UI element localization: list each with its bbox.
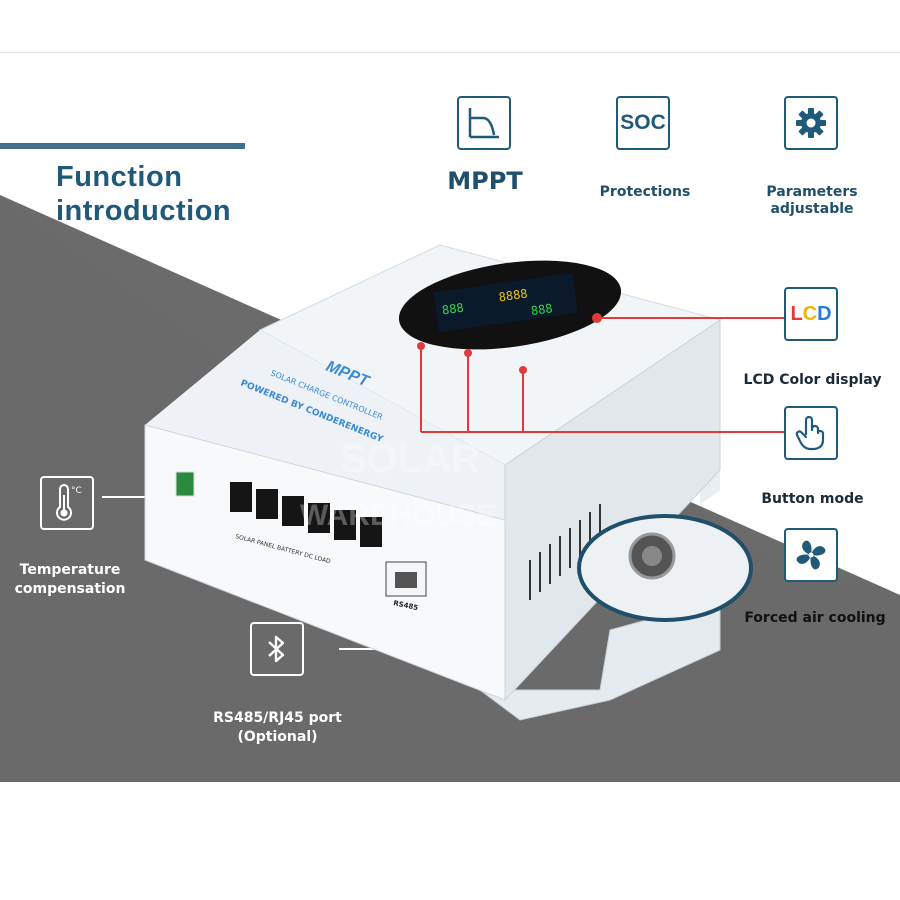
- button-mode-label: Button mode: [761, 491, 864, 507]
- forced-air-label: Forced air cooling: [744, 610, 886, 626]
- page-title: Function introduction: [56, 160, 231, 228]
- title-line-2: introduction: [56, 195, 232, 227]
- watermark-line-2: WAREHOUSE: [300, 499, 497, 532]
- rs485-label-line-1: RS485/RJ45 port: [213, 710, 342, 726]
- lcd-letter-d: D: [817, 302, 832, 325]
- lcd-label: LCD Color display: [743, 372, 882, 388]
- rs485-label: RS485/RJ45 port (Optional): [200, 709, 355, 747]
- protections-label: Protections: [599, 184, 691, 200]
- soc-icon-text: SOC: [620, 111, 666, 134]
- svg-text:8888: 8888: [498, 287, 529, 305]
- temperature-label: Temperature compensation: [6, 561, 134, 599]
- rs485-label-line-2: (Optional): [237, 729, 318, 745]
- fan-icon: [784, 528, 838, 582]
- lcd-icon: LCD: [784, 287, 838, 341]
- bluetooth-icon: [250, 622, 304, 676]
- svg-text:888: 888: [530, 301, 553, 318]
- thermometer-icon-text: °C: [71, 486, 82, 496]
- gear-icon: [784, 96, 838, 150]
- watermark-line-1: SOLAR: [340, 437, 480, 481]
- title-accent-bar: [0, 143, 245, 149]
- hand-press-icon: [784, 406, 838, 460]
- mppt-label: MPPT: [447, 167, 523, 195]
- temperature-label-line-1: Temperature: [19, 562, 121, 578]
- parameters-label-line-1: Parameters: [766, 184, 858, 200]
- title-line-1: Function: [56, 161, 183, 193]
- lcd-letter-l: L: [790, 302, 803, 325]
- temperature-connector: [102, 496, 162, 498]
- soc-icon: SOC: [616, 96, 670, 150]
- top-divider: [0, 52, 900, 53]
- parameters-label: Parameters adjustable: [752, 184, 872, 218]
- svg-text:888: 888: [441, 301, 464, 318]
- parameters-label-line-2: adjustable: [770, 201, 854, 217]
- lcd-letter-c: C: [802, 302, 818, 325]
- temperature-label-line-2: compensation: [14, 581, 126, 597]
- mppt-curve-icon: [457, 96, 511, 150]
- thermometer-icon: °C: [40, 476, 94, 530]
